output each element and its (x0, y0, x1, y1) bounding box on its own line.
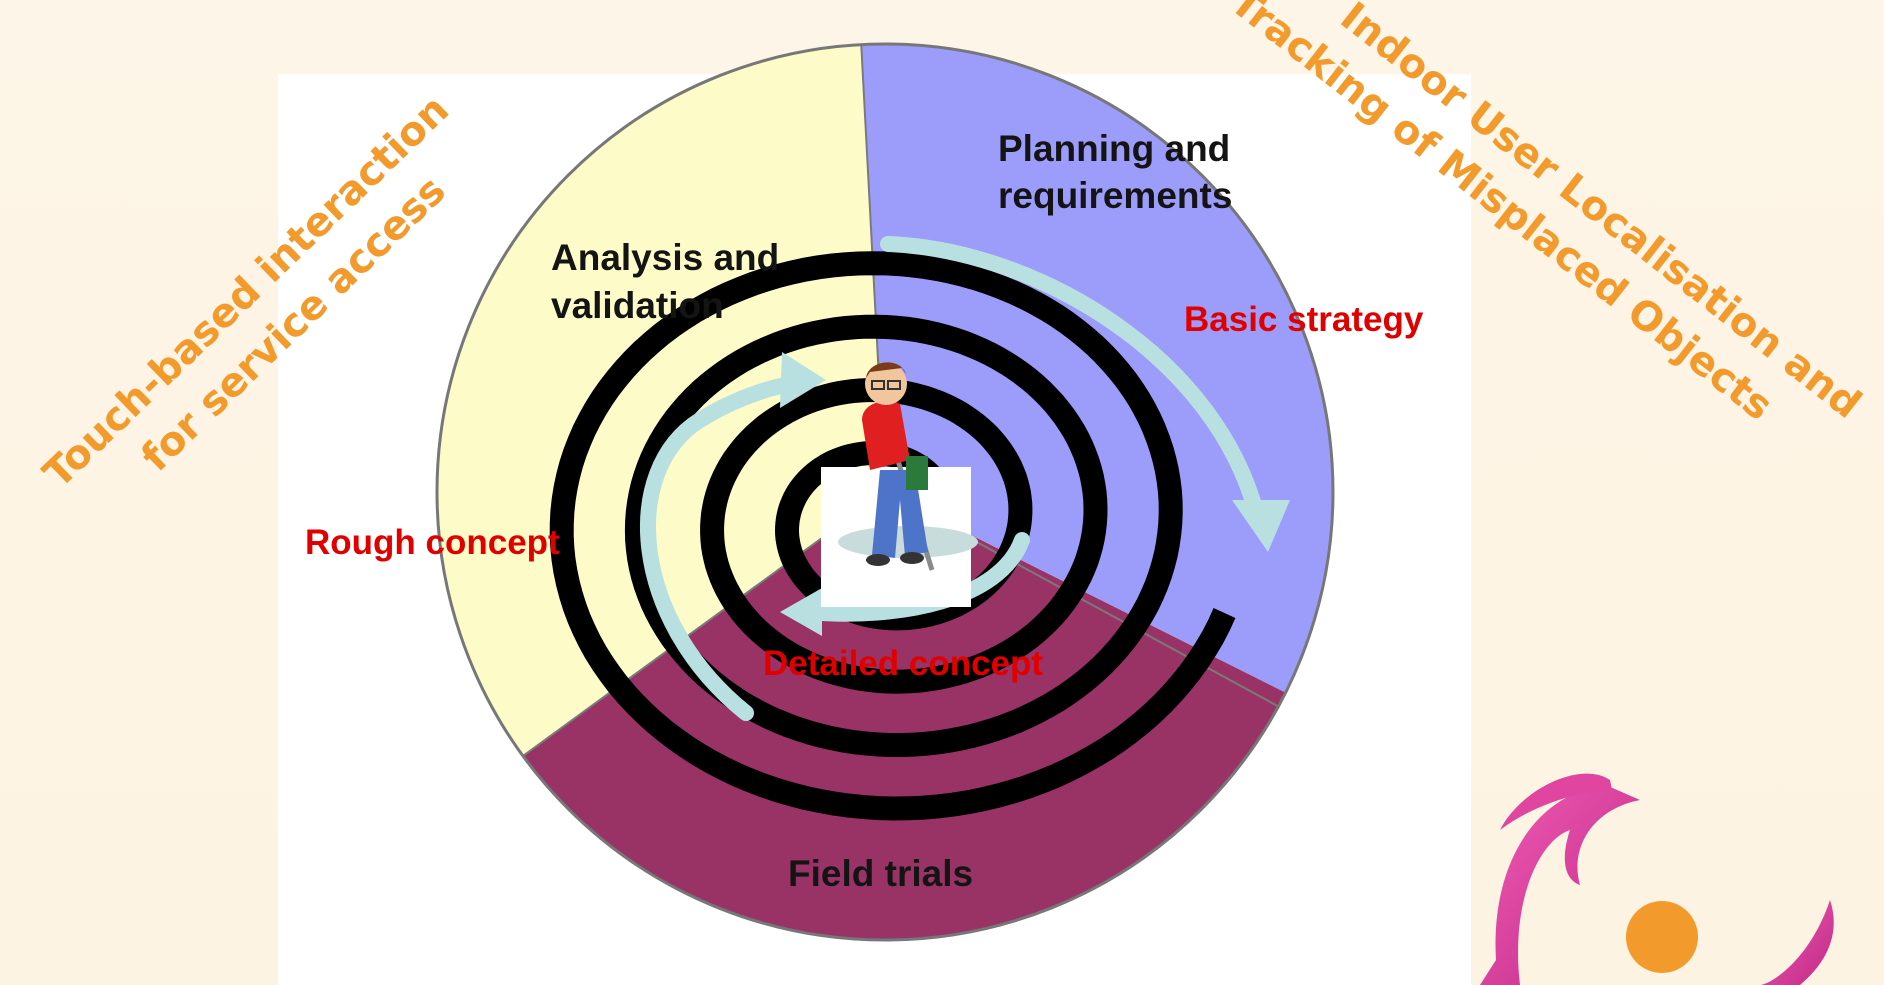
label-planning-line-1: Planning and (998, 128, 1230, 169)
spiral (549, 251, 1236, 821)
arrow-head-basic (1232, 500, 1290, 552)
label-planning-line-2: requirements (998, 175, 1232, 216)
arrow-head-detailed (780, 588, 822, 636)
label-analysis-line-2: validation (551, 285, 724, 326)
arrow-basic-strategy (880, 236, 1266, 528)
app-logo-icon (1480, 773, 1834, 985)
label-analysis-line-1: Analysis and (551, 237, 779, 278)
label-basic-strategy: Basic strategy (1184, 300, 1424, 339)
spiral-path (549, 251, 1236, 821)
arrow-heads (780, 352, 1290, 636)
outer-circle (435, 42, 1335, 942)
blind-person-with-cane-icon (821, 362, 978, 607)
label-detailed-concept: Detailed concept (763, 644, 1043, 683)
arrow-head-rough (780, 352, 826, 408)
label-rough-concept: Rough concept (305, 523, 560, 562)
label-field-trials: Field trials (788, 853, 973, 894)
arrow-rough-concept (640, 374, 808, 721)
